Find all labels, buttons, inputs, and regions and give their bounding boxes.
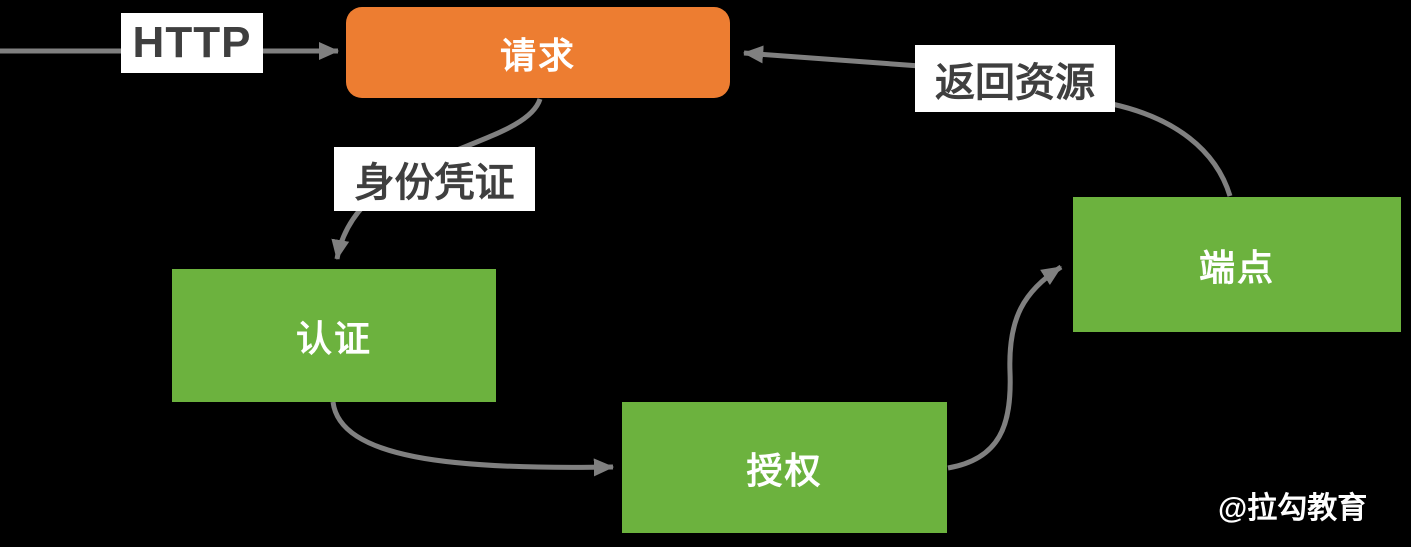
watermark: @拉勾教育: [1218, 492, 1368, 525]
node-endpoint[interactable]: 端点: [1073, 197, 1401, 332]
edge-label-return-resource: 返回资源: [915, 45, 1115, 112]
edge-label-credential-text: 身份凭证: [354, 161, 515, 205]
edge-label-http-text: HTTP: [132, 18, 252, 67]
node-endpoint-label: 端点: [1198, 246, 1275, 288]
node-request-label: 请求: [499, 34, 576, 76]
node-authz[interactable]: 授权: [622, 402, 947, 533]
edge-label-credential: 身份凭证: [334, 147, 535, 211]
node-request[interactable]: 请求: [346, 7, 730, 98]
edge-label-return-resource-text: 返回资源: [935, 60, 1095, 105]
edge-authz-to-endpoint: [947, 264, 1063, 471]
edge-label-http: HTTP: [121, 13, 263, 73]
node-auth-label: 认证: [295, 317, 372, 359]
node-auth[interactable]: 认证: [172, 269, 496, 402]
node-authz-label: 授权: [746, 449, 823, 491]
edge-auth-to-authz: [330, 401, 615, 477]
